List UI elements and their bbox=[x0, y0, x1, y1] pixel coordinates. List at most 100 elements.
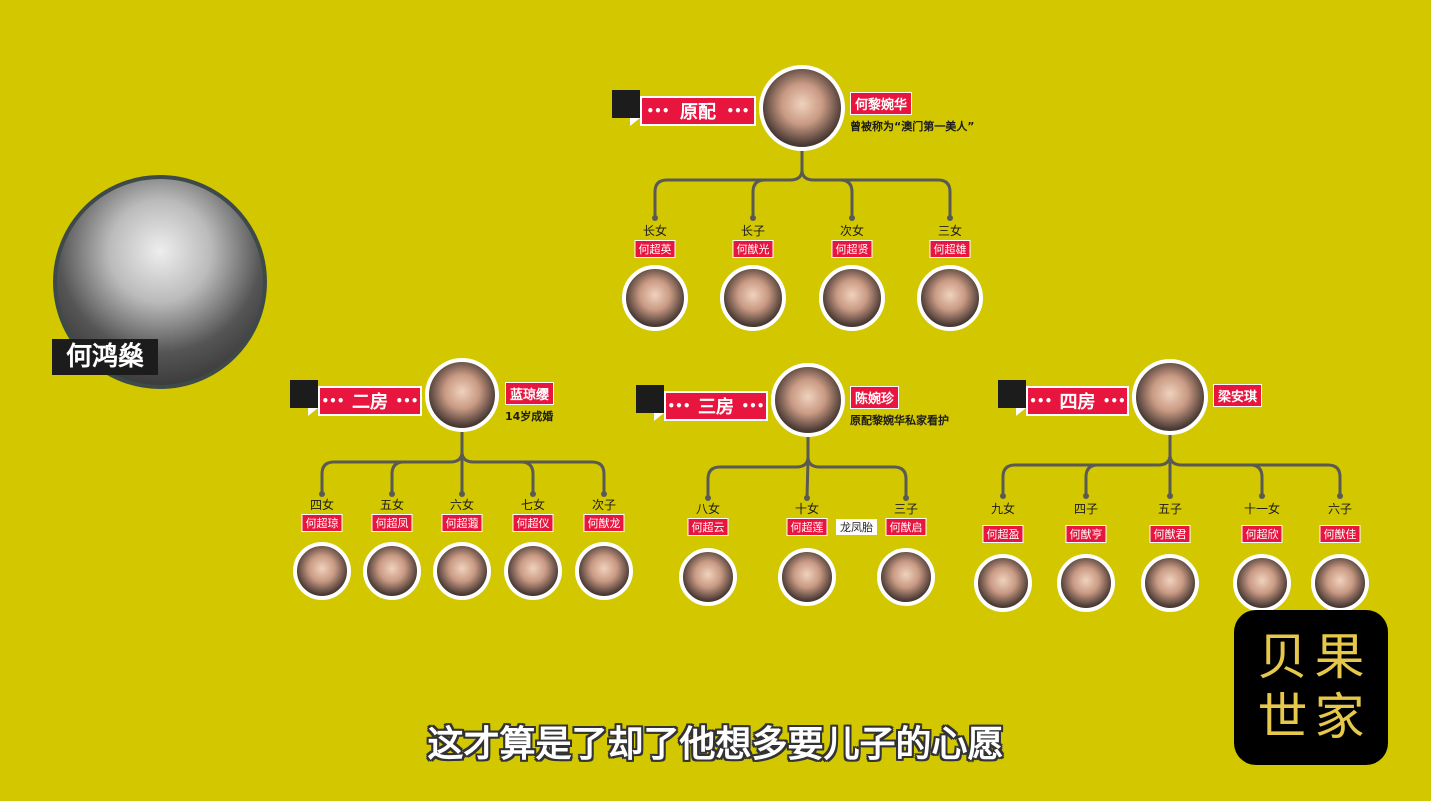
twin-label: 龙凤胎 bbox=[836, 519, 877, 535]
branch-end-dot bbox=[652, 215, 658, 221]
child-role: 六子 bbox=[1327, 502, 1352, 516]
family-banner: ••• 三房 ••• bbox=[664, 391, 768, 421]
branch-line bbox=[1001, 435, 1342, 496]
child-photo bbox=[293, 542, 351, 600]
child-role: 四子 bbox=[1073, 502, 1098, 516]
child-role: 六女 bbox=[449, 498, 474, 512]
child-role: 长女 bbox=[642, 224, 667, 238]
banner-label: 原配 bbox=[679, 102, 716, 123]
child-role: 七女 bbox=[520, 498, 545, 512]
mother-note: 14岁成婚 bbox=[505, 410, 554, 423]
child-name: 何猷君 bbox=[1149, 525, 1191, 543]
branch-end-dot bbox=[1259, 493, 1265, 499]
patriarch-name: 何鸿燊 bbox=[52, 339, 158, 375]
child-name: 何超莲 bbox=[786, 518, 828, 536]
banner-square bbox=[612, 90, 640, 118]
banner-dots: ••• bbox=[1029, 394, 1053, 408]
banner-square bbox=[998, 380, 1026, 408]
child-name: 何超凤 bbox=[371, 514, 413, 532]
child-name: 何超仪 bbox=[512, 514, 554, 532]
subtitle: 这才算是了却了他想多要儿子的心愿 bbox=[427, 724, 1004, 765]
branch-end-dot bbox=[1337, 493, 1343, 499]
banner-label: 二房 bbox=[351, 392, 388, 413]
branch-end-dot bbox=[1167, 493, 1173, 499]
banner-square bbox=[636, 385, 664, 413]
child-role: 四女 bbox=[309, 498, 334, 512]
child-photo bbox=[1233, 554, 1291, 612]
child-photo bbox=[877, 548, 935, 606]
child-photo bbox=[1311, 554, 1369, 612]
banner-fold bbox=[308, 408, 318, 416]
mother-name: 梁安琪 bbox=[1213, 384, 1263, 407]
child-name: 何超云 bbox=[687, 518, 729, 536]
child-role: 三子 bbox=[893, 502, 918, 516]
banner-dots: ••• bbox=[321, 394, 345, 408]
family-banner: ••• 原配 ••• bbox=[640, 96, 756, 126]
child-photo bbox=[363, 542, 421, 600]
logo-char: 家 bbox=[1314, 687, 1365, 746]
banner-fold bbox=[1016, 408, 1026, 416]
mother-photo bbox=[425, 358, 499, 432]
mother-name: 蓝琼缨 bbox=[505, 382, 555, 405]
child-role: 八女 bbox=[695, 502, 720, 516]
mother-note: 原配黎婉华私家看护 bbox=[850, 414, 949, 427]
child-role: 长子 bbox=[740, 224, 765, 238]
branch-end-dot bbox=[705, 495, 711, 501]
mother-note: 曾被称为“澳门第一美人” bbox=[850, 120, 975, 133]
banner-label: 三房 bbox=[697, 397, 734, 418]
child-photo bbox=[575, 542, 633, 600]
branch-end-dot bbox=[601, 491, 607, 497]
mother-photo bbox=[759, 65, 845, 151]
child-name: 何猷光 bbox=[732, 240, 774, 258]
branch-end-dot bbox=[389, 491, 395, 497]
child-photo bbox=[1141, 554, 1199, 612]
child-name: 何猷启 bbox=[885, 518, 927, 536]
child-role: 三女 bbox=[937, 224, 962, 238]
child-name: 何猷亨 bbox=[1065, 525, 1107, 543]
child-name: 何猷龙 bbox=[583, 514, 625, 532]
branch-end-dot bbox=[804, 495, 810, 501]
branch-end-dot bbox=[947, 215, 953, 221]
branch-line bbox=[653, 151, 952, 218]
child-photo bbox=[679, 548, 737, 606]
family-banner: ••• 二房 ••• bbox=[318, 386, 422, 416]
logo-char: 贝 bbox=[1257, 628, 1308, 686]
branch-end-dot bbox=[1000, 493, 1006, 499]
child-name: 何超贤 bbox=[831, 240, 873, 258]
logo-char: 世 bbox=[1257, 687, 1308, 746]
child-role: 次子 bbox=[591, 498, 616, 512]
branch-end-dot bbox=[903, 495, 909, 501]
child-photo bbox=[1057, 554, 1115, 612]
branch-end-dot bbox=[750, 215, 756, 221]
banner-dots: ••• bbox=[726, 104, 750, 118]
child-photo bbox=[778, 548, 836, 606]
child-name: 何超琼 bbox=[301, 514, 343, 532]
child-name: 何超雄 bbox=[929, 240, 971, 258]
logo-char: 果 bbox=[1314, 628, 1365, 686]
mother-name: 陈婉珍 bbox=[850, 386, 900, 409]
child-photo bbox=[504, 542, 562, 600]
banner-dots: ••• bbox=[395, 394, 419, 408]
child-name: 何超欣 bbox=[1241, 525, 1283, 543]
child-role: 次女 bbox=[839, 224, 864, 238]
banner-dots: ••• bbox=[1102, 394, 1126, 408]
child-photo bbox=[720, 265, 786, 331]
branch-line bbox=[706, 437, 908, 499]
branch-end-dot bbox=[319, 491, 325, 497]
child-name: 何超英 bbox=[634, 240, 676, 258]
banner-label: 四房 bbox=[1059, 392, 1096, 413]
family-banner: ••• 四房 ••• bbox=[1026, 386, 1129, 416]
banner-dots: ••• bbox=[741, 399, 765, 413]
child-photo bbox=[974, 554, 1032, 612]
child-name: 何超盈 bbox=[982, 525, 1024, 543]
child-photo bbox=[433, 542, 491, 600]
child-role: 九女 bbox=[990, 502, 1015, 516]
child-photo bbox=[819, 265, 885, 331]
banner-dots: ••• bbox=[667, 399, 691, 413]
child-photo bbox=[622, 265, 688, 331]
mother-photo bbox=[1132, 359, 1208, 435]
child-role: 十一女 bbox=[1243, 502, 1280, 516]
banner-square bbox=[290, 380, 318, 408]
banner-dots: ••• bbox=[646, 104, 670, 118]
